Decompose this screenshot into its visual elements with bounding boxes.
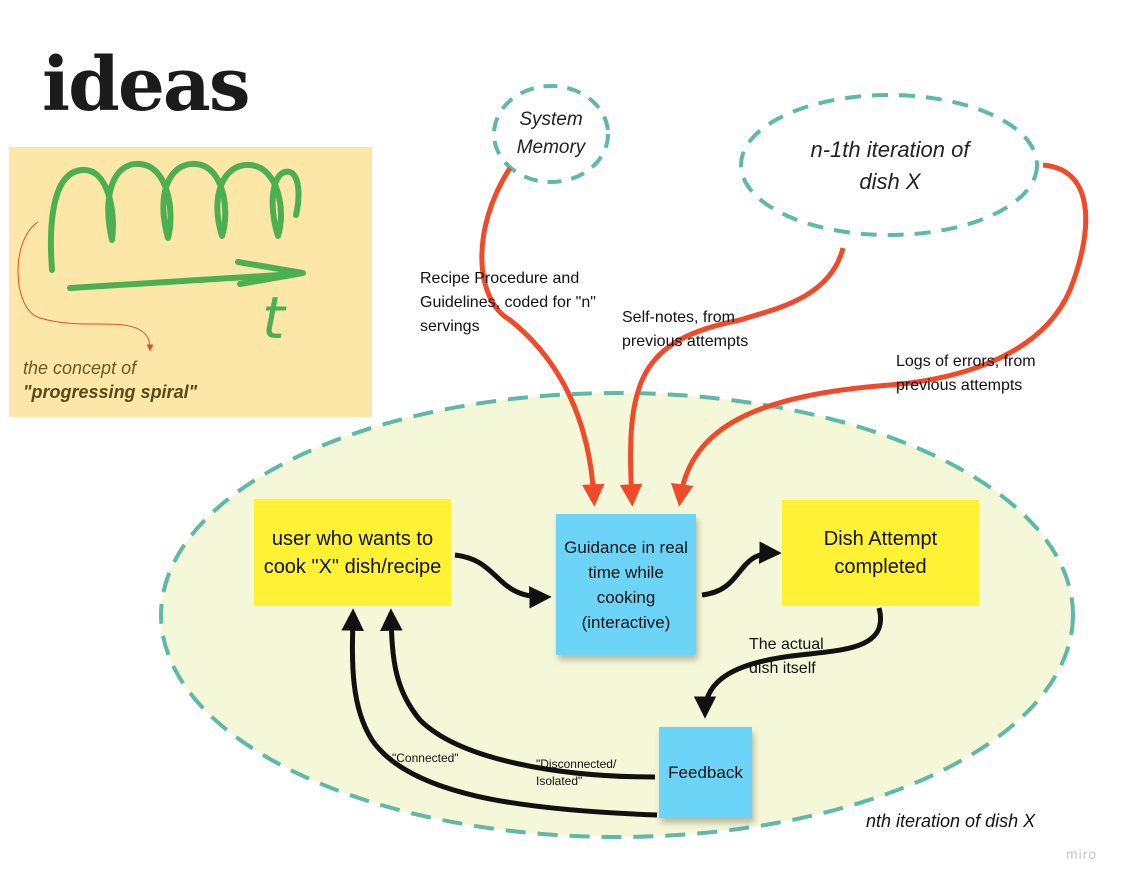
note-dish-attempt[interactable]: Dish Attempt completed xyxy=(782,500,979,606)
iteration-ellipse-label: nth iteration of dish X xyxy=(866,811,1036,831)
spiral-pointer-line xyxy=(17,221,154,352)
spiral-caption: the concept of "progressing spiral" xyxy=(23,356,197,404)
arrow-connected xyxy=(341,608,658,818)
previous-iteration-line1: n-1th iteration of xyxy=(810,137,970,162)
edge-label-connected: "Connected" xyxy=(392,751,459,765)
spiral-coil xyxy=(47,160,302,273)
time-axis-label: t xyxy=(262,284,287,352)
note-user[interactable]: user who wants to cook "X" dish/recipe xyxy=(254,499,451,606)
edge-label-logs: Logs of errors, from previous attempts xyxy=(896,353,1036,394)
arrow-user-to-guidance xyxy=(454,552,552,609)
spiral-caption-line2: "progressing spiral" xyxy=(23,382,198,402)
previous-iteration-cloud xyxy=(739,93,1039,237)
edge-label-disconnected: "Disconnected/ Isolated" xyxy=(536,757,617,788)
previous-iteration-label: n-1th iteration of dish X xyxy=(760,134,1020,198)
spiral-overlay: t xyxy=(17,160,306,352)
edge-label-self-notes: Self-notes, from previous attempts xyxy=(622,309,749,350)
system-memory-label: System Memory xyxy=(496,106,606,162)
arrow-disconnected xyxy=(380,608,656,780)
spiral-caption-line1: the concept of xyxy=(23,358,137,378)
red-arrow-logs xyxy=(670,162,1089,507)
red-arrow-self-notes xyxy=(619,247,846,507)
system-memory-cloud xyxy=(492,84,610,184)
note-feedback[interactable]: Feedback xyxy=(659,727,752,818)
edge-label-actual-dish: The actual dish itself xyxy=(749,636,824,677)
red-arrow-recipe xyxy=(479,166,605,507)
miro-watermark: miro xyxy=(1066,846,1098,862)
system-memory-line2: Memory xyxy=(516,137,586,158)
page-title: ideas xyxy=(42,42,251,128)
previous-iteration-line2: dish X xyxy=(859,169,921,194)
system-memory-line1: System xyxy=(519,109,583,130)
time-axis-line xyxy=(67,271,299,291)
note-guidance[interactable]: Guidance in real time while cooking (int… xyxy=(556,514,696,655)
time-axis-arrowhead xyxy=(235,259,306,287)
arrow-dish-to-feedback xyxy=(693,607,884,719)
edge-label-recipe: Recipe Procedure and Guidelines, coded f… xyxy=(420,270,596,335)
arrow-guidance-to-dish xyxy=(701,541,782,598)
